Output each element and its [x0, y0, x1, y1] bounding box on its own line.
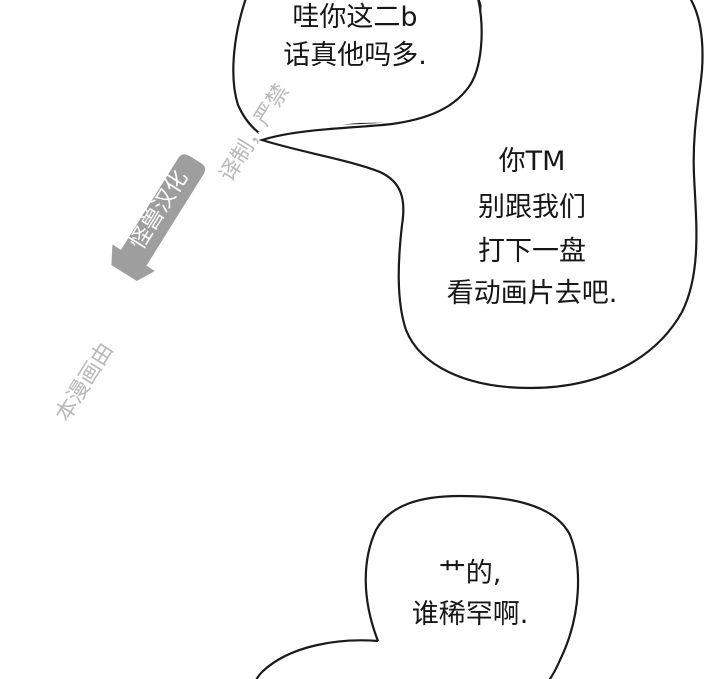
bubble-bottom-line-1: 艹的,	[438, 558, 502, 589]
bubble-top-line-2: 话真他吗多.	[283, 40, 427, 71]
bubble-middle-line-2: 别跟我们	[478, 192, 586, 223]
bubble-top-line-1: 哇你这二b	[292, 2, 418, 33]
speech-bubble-middle-outline	[258, 0, 720, 385]
speech-bubble-middle-edge	[258, 0, 704, 390]
bubble-middle-line-3: 打下一盘	[478, 236, 586, 267]
speech-bubble-bottom-outline	[364, 494, 580, 679]
speech-bubble-bottom-tail	[255, 639, 379, 679]
bubble-bottom-line-2: 谁稀罕啊.	[411, 599, 529, 630]
bubble-middle-line-1: 你TM	[498, 146, 566, 177]
bubble-middle-line-4: 看动画片去吧.	[446, 278, 618, 309]
watermark-badge-shape	[111, 154, 206, 282]
